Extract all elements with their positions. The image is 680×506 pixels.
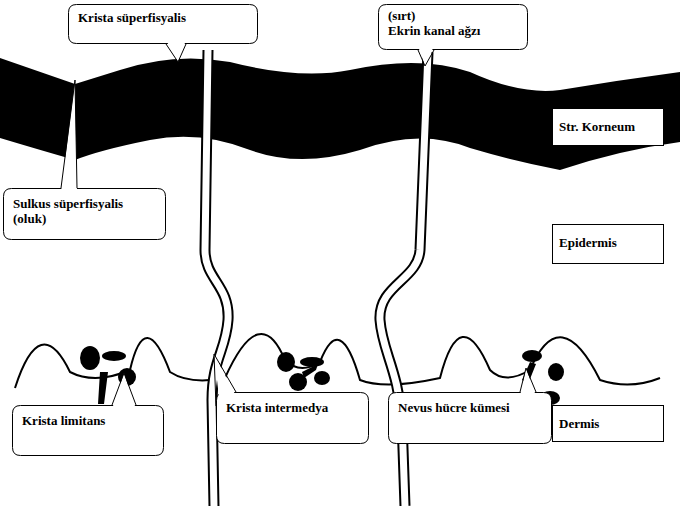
callout-bubble: Krista süperfisyalis <box>68 4 258 44</box>
label-box: Epidermis <box>552 224 664 264</box>
callout-text: Nevus hücre kümesi <box>398 400 542 415</box>
callout-body <box>379 5 528 50</box>
callout-tail-fill <box>214 354 236 406</box>
callout-body <box>389 393 552 444</box>
junction-line <box>15 334 660 388</box>
stratum-corneum-band <box>0 58 680 170</box>
callout-body <box>4 189 166 240</box>
callout-tail-fill <box>61 80 77 192</box>
label-box: Str. Korneum <box>552 108 664 146</box>
callout-outline <box>388 392 552 444</box>
callout-tail-fill <box>418 46 434 66</box>
callout-text: Sulkus süperfisyalis (oluk) <box>13 196 156 226</box>
callout-bubble: (sırt)Ekrin kanal ağzı <box>378 4 528 50</box>
callout-tail <box>112 373 136 405</box>
callout-text: Ekrin kanal ağzı <box>388 23 518 38</box>
callout-text: (sırt) <box>388 8 518 23</box>
callout-text: Krista intermedya <box>226 400 359 415</box>
callout-tail-fill <box>166 40 186 62</box>
callout-outline <box>12 405 164 456</box>
callout-bubble: Krista intermedya <box>216 392 369 444</box>
callout-tail <box>61 80 77 188</box>
callout-text: Epidermis <box>559 235 657 250</box>
label-box: Dermis <box>552 405 664 442</box>
callout-body <box>217 393 369 444</box>
callout-tail <box>418 50 434 66</box>
callout-text: Str. Korneum <box>559 119 657 134</box>
callout-tail-fill <box>520 368 536 396</box>
callout-tail <box>520 368 536 392</box>
callout-text: Dermis <box>559 416 657 431</box>
callout-tail-fill <box>112 373 136 409</box>
callout-text: Krista limitans <box>22 413 154 428</box>
nevus-cluster <box>277 352 330 391</box>
callout-tail <box>214 354 236 406</box>
callout-tail <box>166 44 186 62</box>
callout-body <box>13 406 164 456</box>
callout-body <box>69 5 258 44</box>
callout-bubble: Sulkus süperfisyalis (oluk) <box>3 188 166 240</box>
callout-bubble: Nevus hücre kümesi <box>388 392 552 444</box>
callout-text: Krista süperfisyalis <box>78 10 248 25</box>
callout-bubble: Krista limitans <box>12 405 164 456</box>
callout-outline <box>216 392 369 444</box>
